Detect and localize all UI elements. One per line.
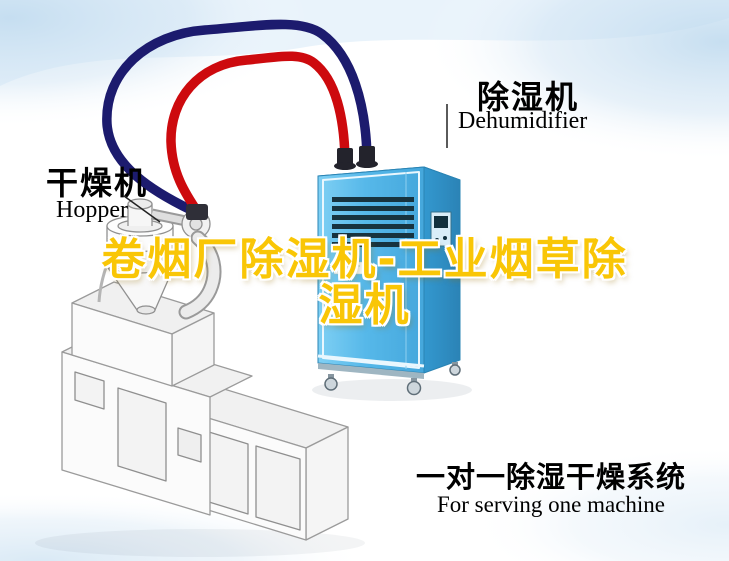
dryer-machine [61,281,349,541]
dryer-label-en: Hopper [56,197,128,223]
page-title-line1: 卷烟厂除湿机-工业烟草除 [101,234,628,285]
vent-grille-icon [332,197,414,247]
pipe-fittings [186,146,378,220]
caster-wheels [324,362,461,396]
dehumidifier-unit [317,166,461,396]
system-caption-en: For serving one machine [436,492,666,517]
red-pipe [166,51,350,219]
dryer-label-zh: 干燥机 [46,164,149,202]
duct-elbow [178,230,222,320]
page-title-line2: 湿机 [318,280,411,331]
control-panel [430,211,452,247]
dryer-pointer-line [123,195,161,223]
dehumidifier-label-en: Dehumidifier [458,108,588,134]
dehumidifier-label-zh: 除湿机 [477,78,580,116]
hopper-assembly [97,198,211,315]
navy-pipe [102,19,372,215]
system-caption-zh: 一对一除湿干燥系统 [415,460,686,494]
floor-shadows [35,379,472,557]
pointer-lines [123,104,448,223]
